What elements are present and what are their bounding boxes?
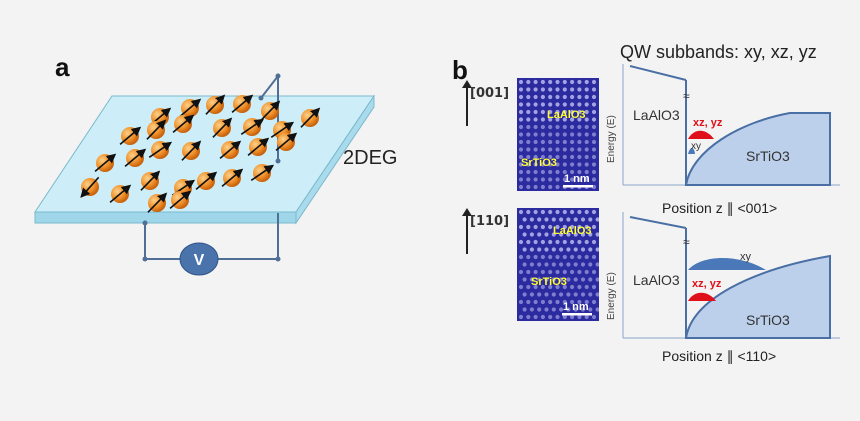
spin-arrow-icon — [140, 170, 161, 191]
spin-arrow-icon — [275, 132, 298, 151]
wire-node — [142, 220, 148, 226]
wire-node — [275, 158, 281, 164]
scale-bar — [562, 313, 592, 316]
spin-arrow-icon — [270, 121, 295, 139]
direction-label-110: [110] — [470, 214, 510, 229]
break-mark: ≈ — [683, 89, 690, 103]
spin-arrow-icon — [148, 141, 173, 159]
spin-arrow-icon — [219, 140, 242, 159]
tem-label-laalo3: LaAlO3 — [547, 109, 586, 121]
spin-arrow-icon — [221, 168, 244, 187]
slab-front-face — [34, 211, 297, 224]
voltmeter-icon — [179, 242, 219, 276]
material-label-laalo3: LaAlO3 — [633, 272, 680, 288]
wire-node — [258, 95, 264, 101]
spin-arrow-icon — [247, 137, 270, 156]
subband-label-xy: xy — [740, 251, 752, 263]
wire-node — [142, 256, 148, 262]
x-axis-label-110: Position z ∥ <110> — [662, 348, 777, 364]
subband-xz-yz — [688, 292, 716, 301]
material-label-srtio3: SrTiO3 — [746, 148, 790, 164]
spin-arrow-icon — [146, 119, 167, 140]
subband-xy — [688, 258, 766, 270]
scale-bar-label: 1 nm — [563, 301, 589, 313]
conduction-band-laalo3 — [629, 216, 687, 229]
spin-arrow-icon — [205, 94, 226, 115]
y-axis-label: Energy (E) — [606, 115, 617, 163]
direction-arrow-110 — [466, 214, 468, 254]
spin-arrow-icon — [124, 148, 147, 167]
slab-side-face — [295, 94, 375, 225]
tem-image-001: LaAlO3 SrTiO3 1 nm — [517, 78, 599, 191]
wire-node — [275, 256, 281, 262]
y-axis-label: Energy (E) — [606, 272, 617, 320]
tem-label-srtio3: SrTiO3 — [531, 276, 567, 288]
spin-arrow-icon — [169, 190, 192, 209]
spin-arrow-icon — [80, 176, 100, 198]
spin-arrow-icon — [147, 192, 168, 213]
spin-arrow-icon — [212, 117, 233, 138]
spin-arrow-icon — [300, 107, 321, 128]
spin-arrow-icon — [250, 164, 275, 182]
direction-arrowhead — [462, 208, 472, 216]
conduction-band-laalo3 — [629, 65, 687, 81]
spin-arrow-icon — [179, 98, 202, 117]
spin-arrow-icon — [231, 94, 254, 113]
conduction-band-srtio3 — [684, 112, 831, 186]
subband-label-xz-yz: xz, yz — [693, 117, 723, 129]
scale-bar-label: 1 nm — [564, 173, 590, 185]
spin-arrow-icon — [109, 184, 132, 203]
subbands-title: QW subbands: xy, xz, yz — [620, 42, 817, 62]
spin-arrow-icon — [119, 126, 142, 145]
spin-arrow-icon — [172, 114, 195, 133]
conduction-band-srtio3 — [684, 254, 831, 339]
panel-a-label: a — [55, 52, 70, 82]
direction-arrow-001 — [466, 86, 468, 126]
material-label-srtio3: SrTiO3 — [746, 312, 790, 328]
tem-image-110: LaAlO3 SrTiO3 1 nm — [517, 208, 599, 321]
spin-arrow-icon — [195, 171, 218, 190]
spin-arrow-icon — [181, 140, 202, 161]
direction-arrowhead — [462, 80, 472, 88]
panel-b-label: b — [452, 55, 468, 85]
x-axis-label-001: Position z ∥ <001> — [662, 200, 778, 216]
tem-label-srtio3: SrTiO3 — [521, 157, 557, 169]
spin-arrow-icon — [94, 153, 117, 172]
material-label-laalo3: LaAlO3 — [633, 107, 680, 123]
direction-label-001: [001] — [470, 86, 510, 101]
voltmeter-label: V — [194, 252, 205, 269]
2deg-label: 2DEG — [343, 147, 398, 169]
subband-label-xy: xy — [691, 141, 701, 152]
tem-label-laalo3: LaAlO3 — [553, 225, 592, 237]
electron-group — [80, 94, 321, 213]
break-mark: ≈ — [683, 235, 690, 249]
subband-label-xz-yz: xz, yz — [692, 278, 722, 290]
spin-arrow-icon — [240, 118, 265, 136]
subband-xy — [688, 148, 695, 154]
scale-bar — [563, 185, 593, 188]
band-diagram-001: Energy (E) ≈ xz, yz xy LaAlO3 SrTiO3 — [606, 64, 840, 186]
spin-arrow-icon — [260, 100, 281, 121]
subband-xz-yz — [688, 130, 714, 139]
band-diagram-110: Energy (E) ≈ xy xz, yz LaAlO3 SrTiO3 — [606, 212, 840, 339]
panel-a-diagram: V — [34, 73, 375, 276]
wire-node — [275, 73, 281, 79]
